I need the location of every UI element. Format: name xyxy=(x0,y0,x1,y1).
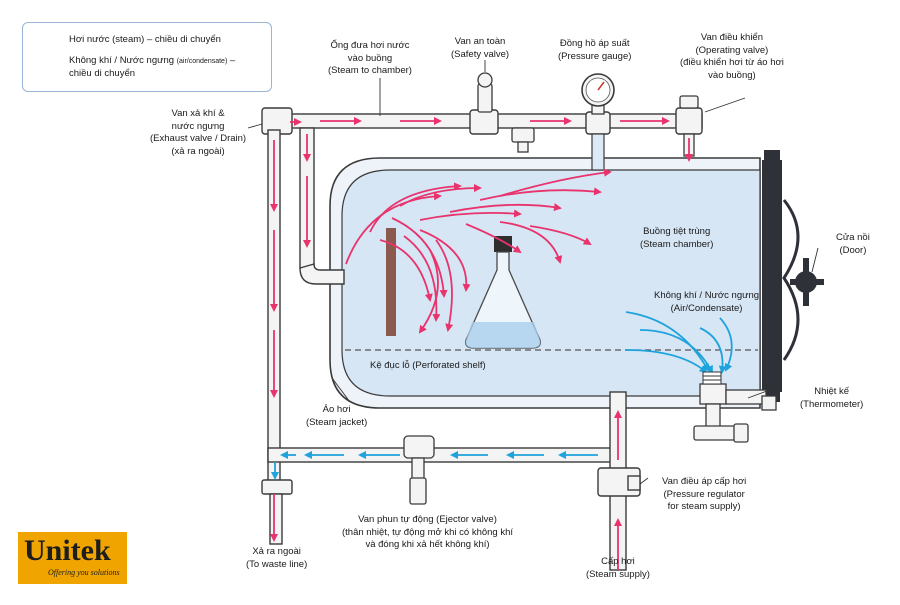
label-thermometer: Nhiệt kế(Thermometer) xyxy=(800,386,864,410)
legend-air: Không khí / Nước ngưng (air/condensate) … xyxy=(69,55,236,79)
label-waste-line: Xả ra ngoài(To waste line) xyxy=(246,546,308,570)
label-steam-supply: Cấp hơi(Steam supply) xyxy=(586,556,650,580)
condensate-coil xyxy=(702,371,722,385)
label-door: Cửa nồi(Door) xyxy=(836,232,870,256)
thermometer xyxy=(693,383,777,443)
logo-name: Unitek xyxy=(24,534,111,567)
bottom-drain-line xyxy=(261,447,619,545)
legend-steam: Hơi nước (steam) – chiều di chuyển xyxy=(69,34,221,45)
unitek-logo: Unitek Offering you solutions xyxy=(18,532,127,584)
label-operating-valve: Van điều khiển(Operating valve)(điều khi… xyxy=(680,32,784,81)
label-safety-valve: Van an toàn(Safety valve) xyxy=(451,36,510,60)
rack-bar xyxy=(386,228,396,336)
label-steam-jacket: Áo hơi(Steam jacket) xyxy=(306,404,368,428)
legend: Hơi nước (steam) – chiều di chuyển Không… xyxy=(22,22,272,92)
leader-lines xyxy=(247,60,819,485)
pressure-gauge xyxy=(581,73,615,171)
label-exhaust-valve: Van xả khí &nước ngưng(Exhaust valve / D… xyxy=(150,108,247,157)
logo-tagline: Offering you solutions xyxy=(48,568,120,577)
door xyxy=(762,150,824,402)
label-pressure-gauge: Đồng hồ áp suất(Pressure gauge) xyxy=(558,38,632,62)
steam-arrows xyxy=(40,36,693,570)
flask xyxy=(465,236,541,349)
ejector-valve xyxy=(403,435,435,505)
safety-valve xyxy=(477,72,535,153)
steam-chamber xyxy=(341,169,761,397)
label-air-condensate: Không khí / Nước ngưng(Air/Condensate) xyxy=(654,290,760,314)
supply-pipe xyxy=(597,391,641,571)
label-steam-chamber: Buồng tiệt trùng(Steam chamber) xyxy=(640,226,714,250)
label-perforated-shelf: Kệ đục lỗ (Perforated shelf) xyxy=(370,360,486,371)
label-ejector-valve: Van phun tự động (Ejector valve)(thân nh… xyxy=(342,514,514,550)
